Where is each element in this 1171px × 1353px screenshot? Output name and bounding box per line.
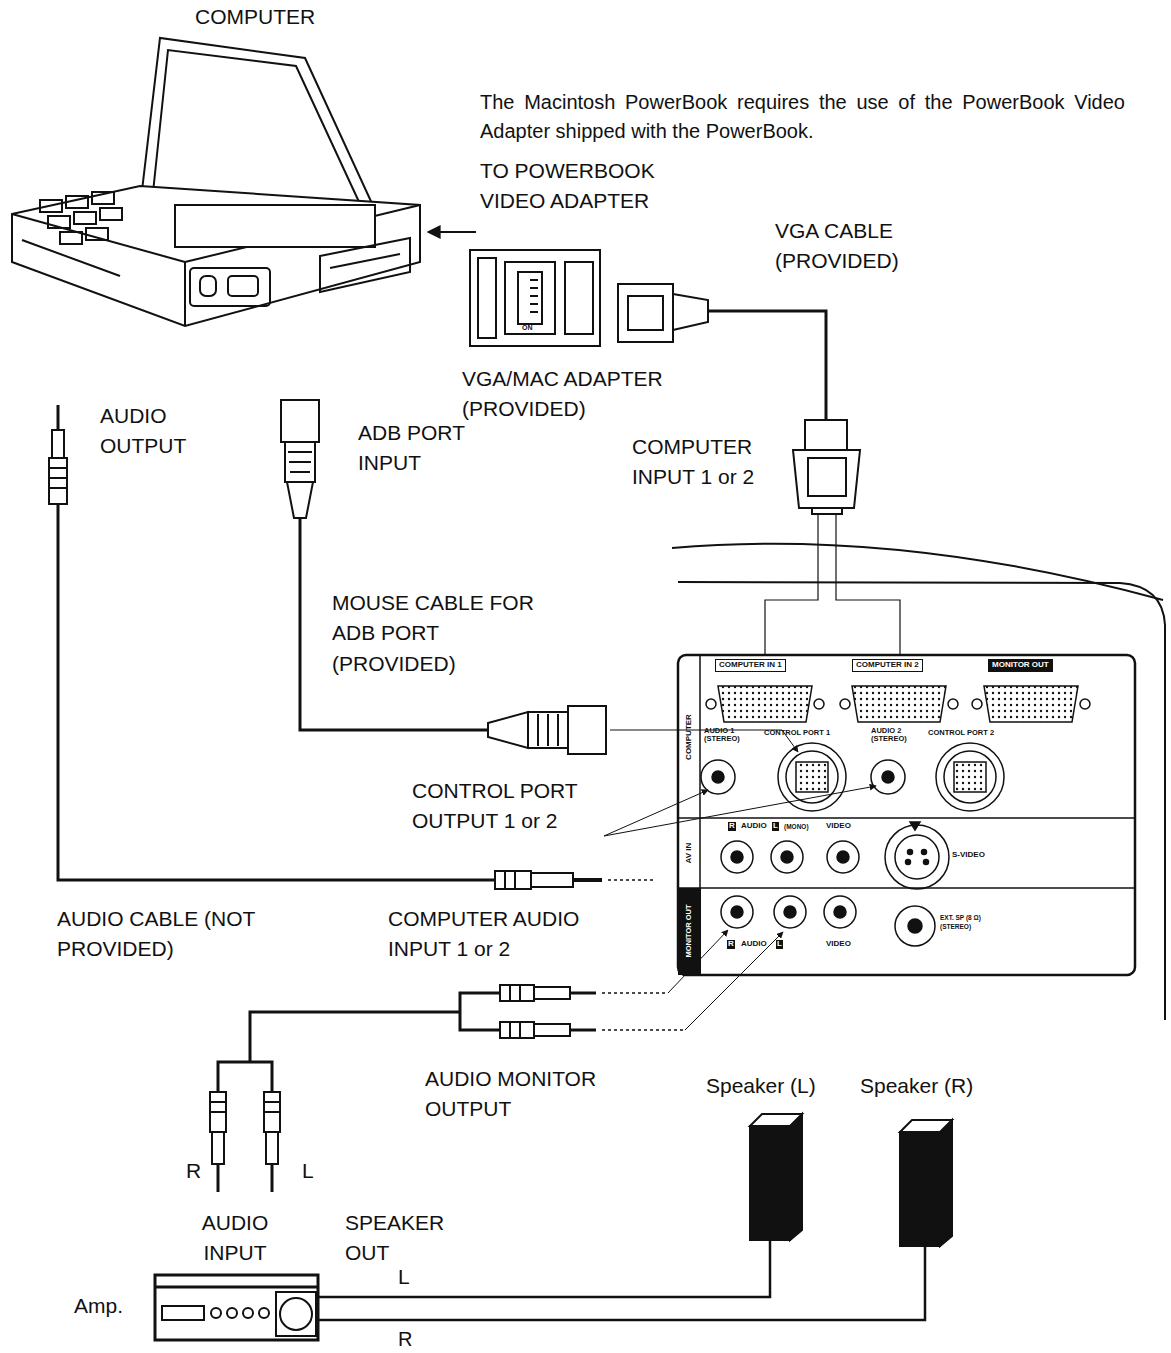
panel-marking: S-VIDEO <box>952 851 985 860</box>
callout-label: VGA/MAC ADAPTER (PROVIDED) <box>462 364 722 425</box>
callout-label: COMPUTER <box>195 2 315 32</box>
panel-marking: COMPUTER <box>685 714 694 760</box>
port-name: MONITOR OUT <box>992 660 1049 669</box>
panel-marking: L <box>772 822 779 831</box>
laptop <box>12 38 420 326</box>
terminal-panel <box>678 655 1135 975</box>
callout-label: TO POWERBOOK VIDEO ADAPTER <box>480 156 700 217</box>
callout-label: Amp. <box>74 1291 123 1321</box>
callout-label: AUDIO MONITOR OUTPUT <box>425 1064 645 1125</box>
vga-mac-adapter <box>470 250 708 346</box>
callout-label: R <box>398 1325 412 1353</box>
callout-label: AUDIO INPUT <box>180 1208 290 1269</box>
panel-marking: CONTROL PORT 2 <box>928 729 994 737</box>
vga-plug <box>793 420 860 514</box>
panel-marking: VIDEO <box>826 940 851 949</box>
speaker <box>750 1114 952 1246</box>
callout-label: ADB PORT INPUT <box>358 418 528 479</box>
adb-plug <box>281 400 319 518</box>
callout-label: MOUSE CABLE FOR ADB PORT (PROVIDED) <box>332 588 542 679</box>
port-label-box: COMPUTER IN 2 <box>852 659 923 672</box>
callout-label: L <box>302 1156 314 1186</box>
amplifier <box>155 1275 318 1340</box>
panel-marking: R <box>728 822 736 831</box>
callout-label: AUDIO OUTPUT <box>100 401 220 462</box>
panel-marking: MONITOR OUT <box>685 903 693 958</box>
rca-plug <box>210 1092 280 1192</box>
callout-label: AUDIO CABLE (NOT PROVIDED) <box>57 904 292 965</box>
panel-marking: AUDIO 1 (STEREO) <box>704 727 752 744</box>
audio-plug <box>495 871 602 889</box>
audio-plug <box>49 405 67 504</box>
port-name: COMPUTER IN 1 <box>719 660 782 669</box>
callout-label: VGA CABLE (PROVIDED) <box>775 216 945 277</box>
panel-marking: CONTROL PORT 1 <box>764 729 830 737</box>
panel-marking: R <box>727 940 735 949</box>
panel-marking: ON <box>522 324 533 332</box>
panel-marking: AUDIO <box>741 940 767 949</box>
panel-marking: (STEREO) <box>940 923 971 930</box>
callout-label: SPEAKER OUT <box>345 1208 475 1269</box>
callout-label: R <box>186 1156 201 1186</box>
rca-plug <box>500 985 596 1038</box>
panel-marking: AV IN <box>685 843 694 864</box>
panel-marking: VIDEO <box>826 822 851 831</box>
callout-label: The Macintosh PowerBook requires the use… <box>480 88 1125 146</box>
callout-label: Speaker (R) <box>860 1071 973 1101</box>
callout-label: COMPUTER INPUT 1 or 2 <box>632 432 790 493</box>
port-label-box: MONITOR OUT <box>988 659 1053 672</box>
panel-marking: (MONO) <box>784 823 809 830</box>
adb-plug <box>488 706 606 754</box>
panel-marking: AUDIO 2 (STEREO) <box>871 727 919 744</box>
callout-label: COMPUTER AUDIO INPUT 1 or 2 <box>388 904 628 965</box>
port-label-box: COMPUTER IN 1 <box>715 659 786 672</box>
port-name: COMPUTER IN 2 <box>856 660 919 669</box>
panel-marking: AUDIO <box>741 822 767 831</box>
callout-label: L <box>398 1262 410 1292</box>
callout-label: CONTROL PORT OUTPUT 1 or 2 <box>412 776 627 837</box>
panel-marking: EXT. SP (8 Ω) <box>940 914 981 921</box>
callout-label: Speaker (L) <box>706 1071 816 1101</box>
panel-marking: L <box>776 940 783 949</box>
